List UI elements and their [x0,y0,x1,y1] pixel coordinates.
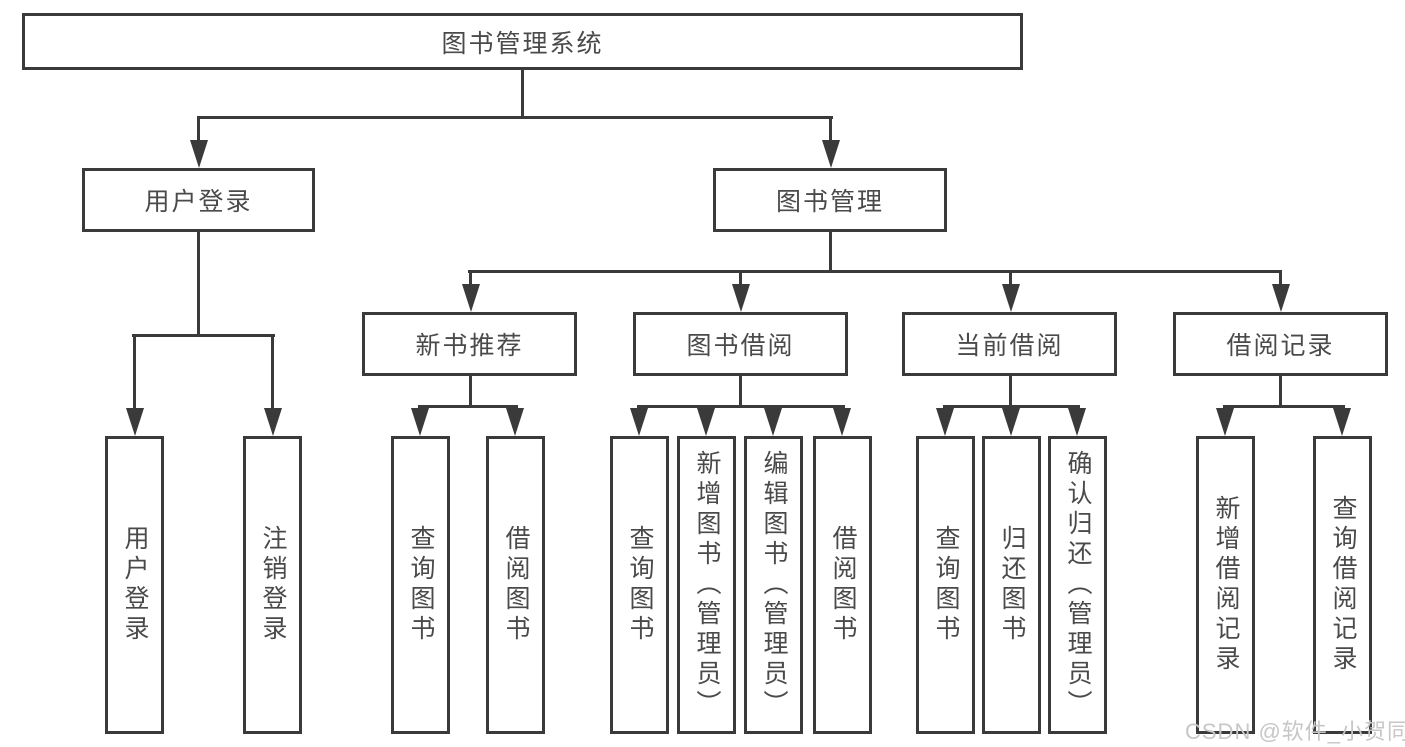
leaf-logout-label: 注销登录 [259,525,287,645]
arrow-down-icon [1216,408,1234,436]
node-new-book-recommend-label: 新书推荐 [415,332,524,360]
leaf-query-books-2-label: 查询图书 [626,525,654,645]
arrow-down-icon [697,408,715,436]
node-book-borrow: 图书借阅 [633,312,848,376]
leaf-query-books-3-label: 查询图书 [932,525,960,645]
connector-line [829,232,832,273]
arrow-down-icon [732,284,750,312]
leaf-user-login: 用户登录 [105,436,164,734]
arrow-down-icon [264,408,282,436]
leaf-confirm-return-admin: 确认归还（管理员） [1048,436,1107,734]
arrow-down-icon [190,140,208,168]
leaf-add-books-admin-label: 新增图书（管理员） [693,450,721,720]
arrow-down-icon [833,408,851,436]
connector-line [469,376,472,407]
node-root: 图书管理系统 [22,13,1023,70]
leaf-borrow-books-2-label: 借阅图书 [829,525,857,645]
node-book-management-label: 图书管理 [775,188,884,216]
connector-line [943,405,1080,408]
arrow-down-icon [1272,284,1290,312]
arrow-down-icon [1068,408,1086,436]
connector-line [469,270,472,288]
arrow-down-icon [936,408,954,436]
node-book-borrow-label: 图书借阅 [686,332,795,360]
connector-line [1279,376,1282,407]
node-borrow-records-label: 借阅记录 [1226,332,1335,360]
arrow-down-icon [411,408,429,436]
connector-line [468,270,1282,273]
connector-line [133,334,136,410]
node-current-borrow-label: 当前借阅 [955,332,1064,360]
leaf-return-books-label: 归还图书 [998,525,1026,645]
leaf-borrow-books-1-label: 借阅图书 [502,525,530,645]
leaf-borrow-books-1: 借阅图书 [486,436,545,734]
leaf-query-books-2: 查询图书 [610,436,669,734]
leaf-edit-books-admin: 编辑图书（管理员） [744,436,803,734]
connector-line [197,232,200,337]
leaf-query-books-3: 查询图书 [916,436,975,734]
leaf-return-books: 归还图书 [982,436,1041,734]
node-current-borrow: 当前借阅 [902,312,1117,376]
leaf-add-books-admin: 新增图书（管理员） [677,436,736,734]
connector-line [132,334,275,337]
leaf-logout: 注销登录 [243,436,302,734]
connector-line [418,405,518,408]
arrow-down-icon [822,140,840,168]
leaf-query-books-1-label: 查询图书 [407,525,435,645]
node-user-login: 用户登录 [82,168,315,232]
connector-line [739,270,742,288]
arrow-down-icon [506,408,524,436]
arrow-down-icon [764,408,782,436]
connector-line [1009,376,1012,407]
node-new-book-recommend: 新书推荐 [362,312,577,376]
node-root-label: 图书管理系统 [441,29,604,58]
node-borrow-records: 借阅记录 [1173,312,1388,376]
connector-line [197,116,833,119]
connector-line [637,405,845,408]
leaf-query-borrow-record-label: 查询借阅记录 [1329,495,1357,675]
arrow-down-icon [1002,284,1020,312]
leaf-borrow-books-2: 借阅图书 [813,436,872,734]
leaf-query-borrow-record: 查询借阅记录 [1313,436,1372,734]
connector-line [271,334,274,410]
connector-line [197,116,200,146]
connector-line [829,116,832,146]
leaf-add-borrow-record: 新增借阅记录 [1196,436,1255,734]
connector-line [1009,270,1012,288]
leaf-user-login-label: 用户登录 [121,525,149,645]
arrow-down-icon [1002,408,1020,436]
arrow-down-icon [126,408,144,436]
leaf-query-books-1: 查询图书 [391,436,450,734]
arrow-down-icon [630,408,648,436]
connector-line [739,376,742,407]
leaf-confirm-return-admin-label: 确认归还（管理员） [1064,450,1092,720]
arrow-down-icon [462,284,480,312]
connector-line [1223,405,1345,408]
leaf-add-borrow-record-label: 新增借阅记录 [1212,495,1240,675]
connector-line [1279,270,1282,288]
connector-line [521,70,524,118]
node-user-login-label: 用户登录 [144,188,253,216]
leaf-edit-books-admin-label: 编辑图书（管理员） [760,450,788,720]
arrow-down-icon [1333,408,1351,436]
csdn-watermark: CSDN @软件_小贺同学 [1185,719,1405,744]
node-book-management: 图书管理 [713,168,947,232]
